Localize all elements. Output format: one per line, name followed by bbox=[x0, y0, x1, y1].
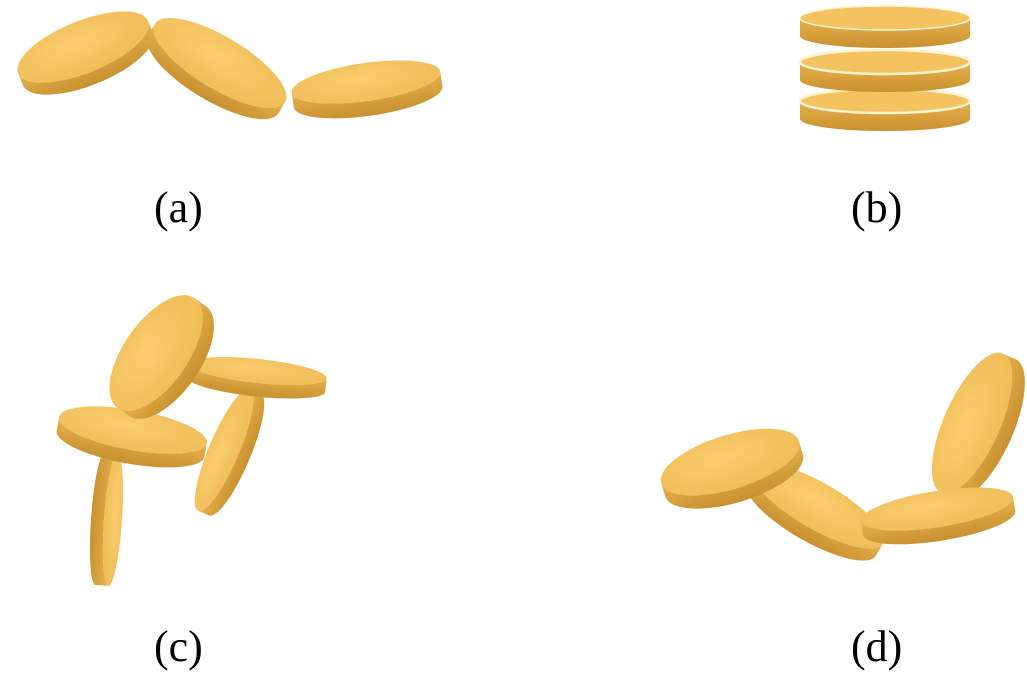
disk bbox=[745, 463, 884, 561]
disk bbox=[799, 5, 971, 48]
disk bbox=[89, 453, 124, 586]
disk bbox=[17, 11, 154, 95]
disk bbox=[109, 295, 214, 419]
disk bbox=[56, 406, 207, 468]
panel-label-b: (b) bbox=[851, 183, 903, 232]
panel-label-a: (a) bbox=[154, 183, 203, 232]
panel-b-disks bbox=[798, 5, 972, 131]
panel-label-c: (c) bbox=[154, 622, 203, 671]
panel-a-disks bbox=[17, 11, 443, 120]
disk bbox=[660, 428, 804, 509]
panel-c-disks bbox=[56, 295, 327, 586]
disk bbox=[798, 48, 972, 92]
disk bbox=[187, 357, 327, 399]
disk bbox=[860, 487, 1016, 545]
disk bbox=[146, 17, 287, 120]
disk bbox=[194, 388, 265, 516]
panel-d-disks bbox=[660, 352, 1025, 561]
disk bbox=[798, 87, 972, 131]
panel-label-d: (d) bbox=[851, 622, 903, 671]
disk bbox=[931, 352, 1025, 500]
disk bbox=[291, 60, 443, 119]
